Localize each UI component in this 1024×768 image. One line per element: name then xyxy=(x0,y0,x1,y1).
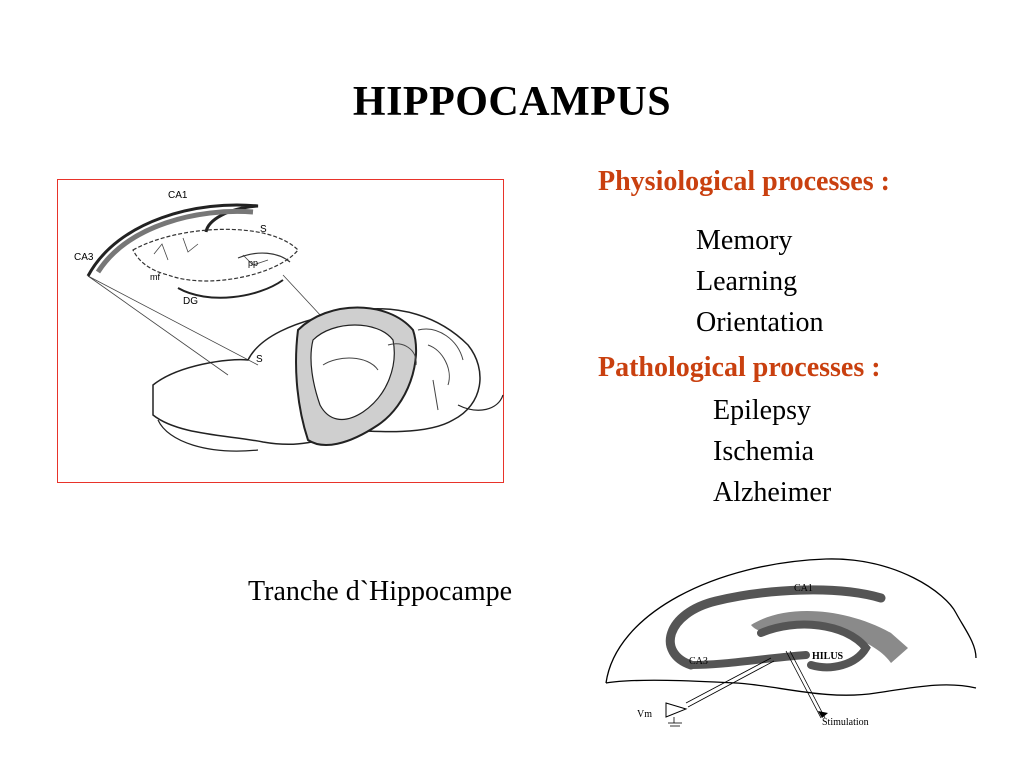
label-vm: Vm xyxy=(637,709,652,720)
label-ca1: CA1 xyxy=(794,583,813,594)
brain-figure: CA1 CA3 S DG pp mf S xyxy=(57,179,504,483)
label-ca3: CA3 xyxy=(689,656,708,667)
label-ca1: CA1 xyxy=(168,190,188,201)
label-ca3: CA3 xyxy=(74,252,94,263)
slice-caption: Tranche d`Hippocampe xyxy=(248,576,513,607)
pathological-item: Epilepsy xyxy=(713,395,811,426)
label-dg: DG xyxy=(183,296,198,307)
physiological-item: Memory xyxy=(696,225,793,256)
physiological-item: Learning xyxy=(696,266,798,297)
label-stimulation: Stimulation xyxy=(822,717,869,728)
label-s: S xyxy=(260,224,267,235)
slide-title: HIPPOCAMPUS xyxy=(352,79,672,125)
label-s-lower: S xyxy=(256,354,263,365)
label-hilus: HILUS xyxy=(812,651,844,662)
brain-drawing: CA1 CA3 S DG pp mf S xyxy=(74,190,504,452)
pathological-item: Ischemia xyxy=(713,436,815,467)
pathological-item: Alzheimer xyxy=(713,477,832,508)
pathological-heading: Pathological processes : xyxy=(598,352,881,383)
physiological-item: Orientation xyxy=(696,307,824,338)
label-pp: pp xyxy=(248,258,258,268)
label-mf: mf xyxy=(150,272,160,282)
physiological-heading: Physiological processes : xyxy=(598,166,890,197)
slice-drawing xyxy=(605,558,977,727)
